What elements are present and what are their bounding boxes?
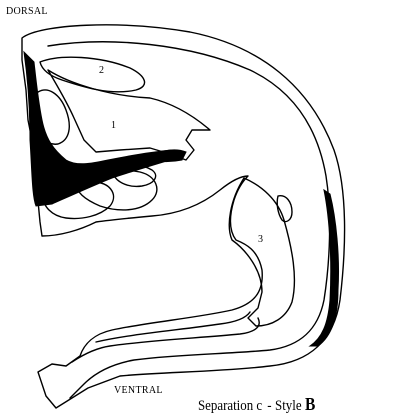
- lower-limb-lower: [72, 318, 259, 362]
- lower-limb-upper: [96, 312, 250, 342]
- caption-text: Separation c: [198, 398, 262, 414]
- caption-dash: -: [267, 398, 271, 414]
- right-black-band: [310, 190, 339, 346]
- dorsal-label: DORSAL: [6, 7, 48, 17]
- caption-style-letter: B: [305, 394, 315, 414]
- caption-style-prefix: Style: [275, 398, 302, 414]
- ventral-label: VENTRAL: [114, 386, 163, 396]
- region-1-number: 1: [111, 121, 116, 131]
- inner-contour: [48, 42, 330, 398]
- region-3-number: 3: [258, 235, 263, 245]
- region-2-number: 2: [99, 66, 104, 76]
- region-3-outline: [229, 178, 294, 326]
